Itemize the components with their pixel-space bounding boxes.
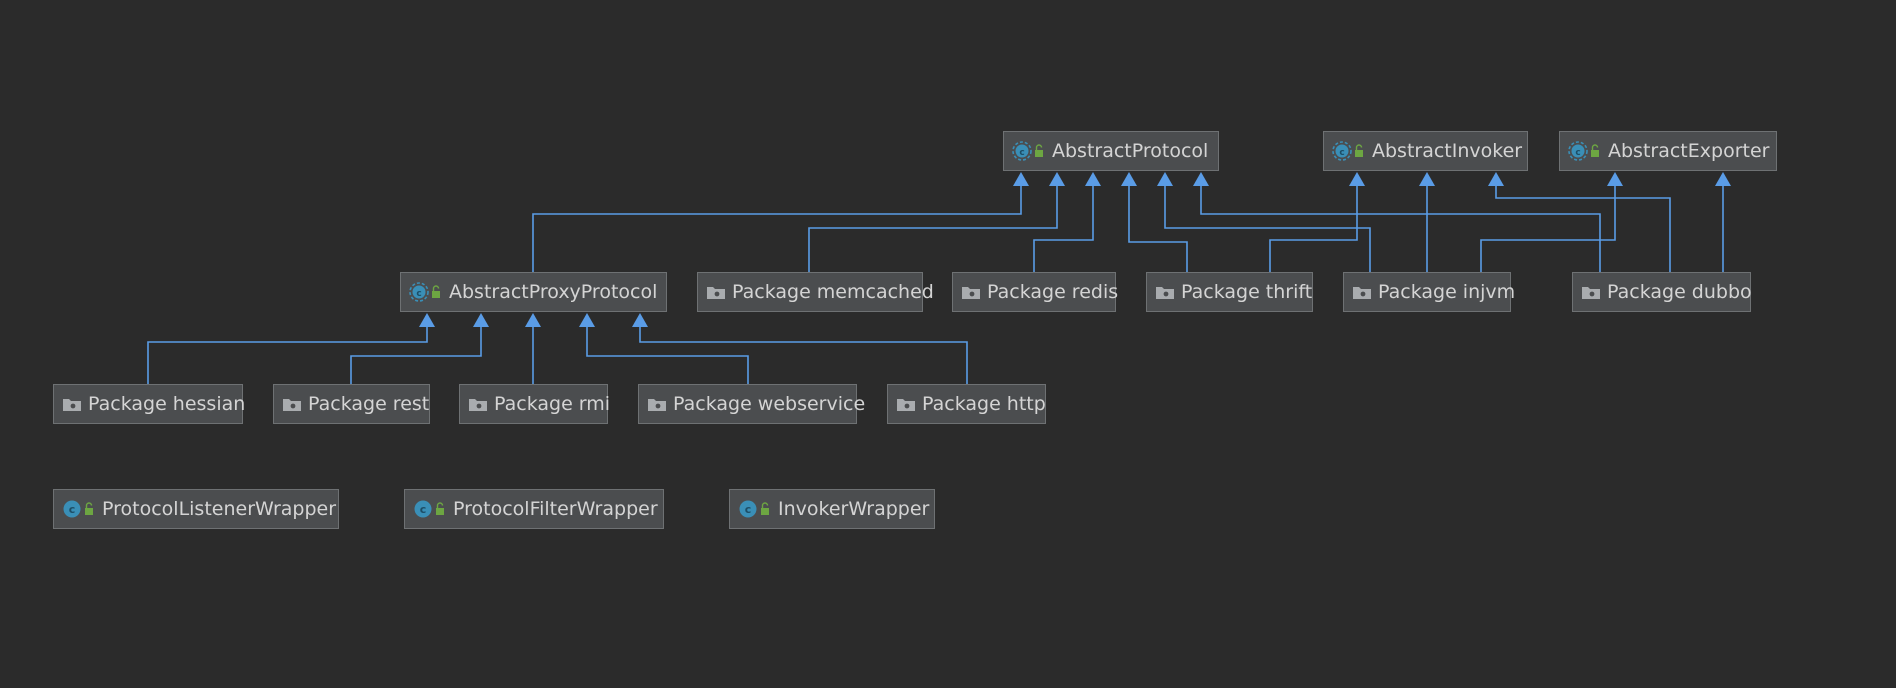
inheritance-edge-package-thrift-to-abstract-protocol — [1121, 172, 1188, 272]
inheritance-arrowhead — [473, 313, 489, 327]
class-icon: c — [738, 499, 772, 519]
inheritance-edge-package-rmi-to-abstract-proxy-protocol — [525, 313, 541, 384]
node-invoker-wrapper[interactable]: c InvokerWrapper — [729, 489, 935, 529]
package-folder-icon — [706, 284, 726, 300]
node-label: Package rmi — [494, 392, 611, 415]
class-icon: c — [62, 499, 96, 519]
package-folder-icon — [62, 396, 82, 412]
node-package-webservice[interactable]: Package webservice — [638, 384, 865, 424]
package-folder-icon — [1155, 284, 1175, 300]
inheritance-arrowhead — [1349, 172, 1365, 186]
node-package-memcached[interactable]: Package memcached — [697, 272, 934, 312]
inheritance-arrowhead — [419, 313, 435, 327]
inheritance-edge-package-http-to-abstract-proxy-protocol — [632, 313, 968, 384]
node-label: Package redis — [987, 280, 1119, 303]
inheritance-edge-package-injvm-to-abstract-protocol — [1157, 172, 1371, 272]
inheritance-edge-package-dubbo-to-abstract-invoker — [1488, 172, 1671, 272]
node-label: AbstractProtocol — [1052, 139, 1209, 162]
node-label: Package rest — [308, 392, 430, 415]
node-label: Package thrift — [1181, 280, 1313, 303]
node-label: AbstractProxyProtocol — [449, 280, 658, 303]
node-label: Package injvm — [1378, 280, 1516, 303]
node-abstract-invoker[interactable]: c AbstractInvoker — [1323, 131, 1528, 171]
node-label: InvokerWrapper — [778, 497, 930, 520]
package-folder-icon — [282, 396, 302, 412]
svg-text:c: c — [69, 503, 76, 516]
abstract-class-icon: c — [409, 282, 443, 302]
inheritance-edge-package-redis-to-abstract-protocol — [1033, 172, 1101, 272]
inheritance-edge-package-injvm-to-abstract-exporter — [1480, 172, 1623, 272]
inheritance-arrowhead — [632, 313, 648, 327]
inheritance-arrowhead — [1049, 172, 1065, 186]
node-label: ProtocolListenerWrapper — [102, 497, 337, 520]
svg-text:c: c — [1575, 148, 1580, 158]
svg-text:c: c — [416, 289, 421, 299]
inheritance-edge-package-memcached-to-abstract-protocol — [808, 172, 1065, 272]
inheritance-edge-package-dubbo-to-abstract-protocol — [1193, 172, 1601, 272]
inheritance-arrowhead — [1085, 172, 1101, 186]
inheritance-arrowhead — [1157, 172, 1173, 186]
abstract-class-icon: c — [1568, 141, 1602, 161]
package-folder-icon — [468, 396, 488, 412]
node-abstract-exporter[interactable]: c AbstractExporter — [1559, 131, 1777, 171]
node-label: Package http — [922, 392, 1046, 415]
abstract-class-icon: c — [1012, 141, 1046, 161]
node-label: Package memcached — [732, 280, 934, 303]
inheritance-arrowhead — [579, 313, 595, 327]
inheritance-arrowhead — [1715, 172, 1731, 186]
inheritance-edge-package-hessian-to-abstract-proxy-protocol — [147, 313, 435, 384]
node-label: ProtocolFilterWrapper — [453, 497, 658, 520]
node-protocol-listener-wrapper[interactable]: c ProtocolListenerWrapper — [53, 489, 339, 529]
package-folder-icon — [961, 284, 981, 300]
inheritance-arrowhead — [1121, 172, 1137, 186]
node-package-rest[interactable]: Package rest — [273, 384, 430, 424]
node-package-http[interactable]: Package http — [887, 384, 1046, 424]
svg-text:c: c — [1019, 148, 1024, 158]
node-package-thrift[interactable]: Package thrift — [1146, 272, 1313, 312]
node-abstract-proxy-protocol[interactable]: c AbstractProxyProtocol — [400, 272, 667, 312]
inheritance-edge-package-injvm-to-abstract-invoker — [1419, 172, 1435, 272]
inheritance-edge-abstract-proxy-protocol-to-abstract-protocol — [532, 172, 1029, 272]
inheritance-arrowhead — [1419, 172, 1435, 186]
node-package-dubbo[interactable]: Package dubbo — [1572, 272, 1752, 312]
inheritance-edge-package-rest-to-abstract-proxy-protocol — [350, 313, 489, 384]
node-package-hessian[interactable]: Package hessian — [53, 384, 246, 424]
node-label: AbstractInvoker — [1372, 139, 1523, 162]
inheritance-arrowhead — [525, 313, 541, 327]
node-label: AbstractExporter — [1608, 139, 1770, 162]
package-folder-icon — [647, 396, 667, 412]
svg-text:c: c — [1339, 148, 1344, 158]
package-folder-icon — [1581, 284, 1601, 300]
package-folder-icon — [1352, 284, 1372, 300]
node-abstract-protocol[interactable]: c AbstractProtocol — [1003, 131, 1219, 171]
abstract-class-icon: c — [1332, 141, 1366, 161]
node-label: Package webservice — [673, 392, 866, 415]
node-protocol-filter-wrapper[interactable]: c ProtocolFilterWrapper — [404, 489, 664, 529]
node-package-redis[interactable]: Package redis — [952, 272, 1119, 312]
node-label: Package hessian — [88, 392, 246, 415]
inheritance-edge-package-dubbo-to-abstract-exporter — [1715, 172, 1731, 272]
node-package-injvm[interactable]: Package injvm — [1343, 272, 1515, 312]
inheritance-arrowhead — [1013, 172, 1029, 186]
node-package-rmi[interactable]: Package rmi — [459, 384, 611, 424]
inheritance-arrowhead — [1193, 172, 1209, 186]
node-label: Package dubbo — [1607, 280, 1752, 303]
class-icon: c — [413, 499, 447, 519]
inheritance-edge-package-webservice-to-abstract-proxy-protocol — [579, 313, 749, 384]
package-folder-icon — [896, 396, 916, 412]
inheritance-arrowhead — [1607, 172, 1623, 186]
inheritance-edge-package-thrift-to-abstract-invoker — [1269, 172, 1365, 272]
inheritance-arrowhead — [1488, 172, 1504, 186]
svg-text:c: c — [745, 503, 752, 516]
svg-text:c: c — [420, 503, 427, 516]
